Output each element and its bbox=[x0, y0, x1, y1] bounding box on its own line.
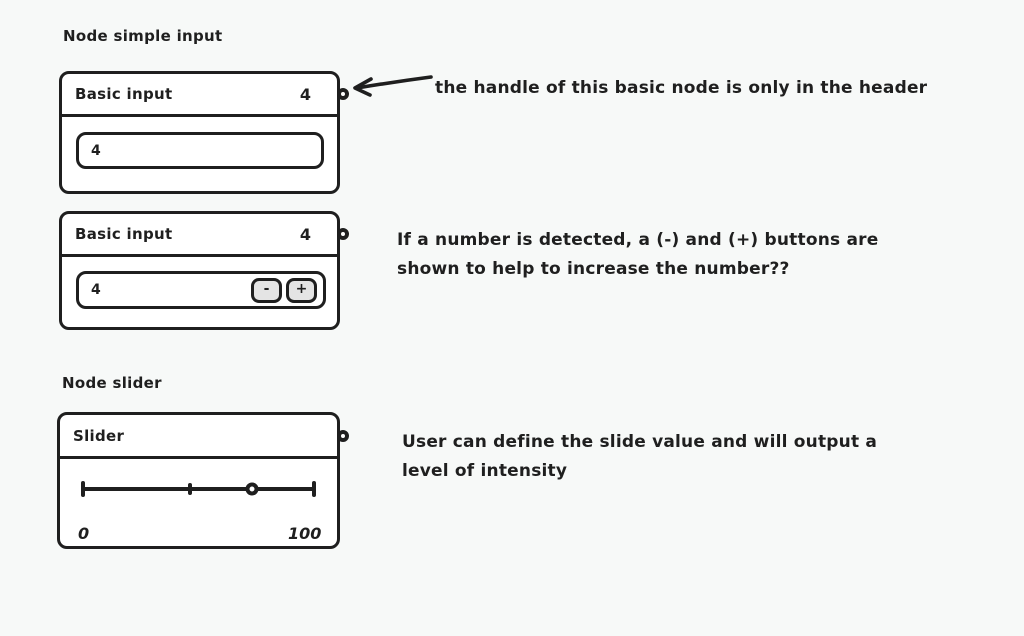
annotation-slider-note: User can define the slide value and will… bbox=[402, 432, 878, 481]
node-basic-input-2: Basic input 4 4 - + bbox=[59, 211, 349, 330]
connection-handle-icon[interactable] bbox=[337, 228, 349, 240]
slider-control[interactable] bbox=[81, 478, 316, 500]
number-stepper: - + bbox=[251, 277, 317, 303]
slider-start-cap bbox=[81, 481, 85, 497]
increment-button[interactable]: + bbox=[286, 277, 317, 303]
section-label-slider: Node slider bbox=[62, 374, 162, 392]
input-value: 4 bbox=[91, 142, 101, 159]
slider-knob[interactable] bbox=[245, 482, 259, 496]
slider-mid-tick bbox=[188, 483, 192, 495]
input-value: 4 bbox=[91, 282, 101, 298]
number-input[interactable]: 4 bbox=[76, 132, 324, 169]
slider-track[interactable] bbox=[82, 487, 315, 491]
decrement-button[interactable]: - bbox=[251, 277, 282, 303]
node-header-value: 4 bbox=[299, 84, 311, 104]
slider-end-cap bbox=[312, 481, 316, 497]
number-input[interactable]: 4 - + bbox=[76, 271, 326, 309]
slider-max-label: 100 bbox=[288, 524, 322, 543]
node-header[interactable]: Basic input 4 bbox=[62, 214, 349, 257]
node-header[interactable]: Basic input 4 bbox=[62, 74, 349, 117]
slider-min-label: 0 bbox=[78, 524, 90, 543]
arrow-left-icon bbox=[353, 75, 433, 97]
annotation-handle-note: the handle of this basic node is only in… bbox=[435, 78, 928, 98]
node-header[interactable]: Slider bbox=[60, 415, 349, 459]
section-label-simple-input: Node simple input bbox=[63, 27, 223, 45]
connection-handle-icon[interactable] bbox=[337, 88, 349, 100]
node-basic-input-1: Basic input 4 4 bbox=[59, 71, 349, 194]
annotation-buttons-note: If a number is detected, a (-) and (+) b… bbox=[397, 230, 879, 279]
connection-handle-icon[interactable] bbox=[337, 429, 349, 442]
node-title: Slider bbox=[73, 426, 125, 445]
node-slider: Slider 0 100 bbox=[57, 412, 349, 549]
node-header-value: 4 bbox=[299, 224, 311, 244]
node-title: Basic input bbox=[75, 85, 173, 103]
node-title: Basic input bbox=[75, 225, 173, 243]
